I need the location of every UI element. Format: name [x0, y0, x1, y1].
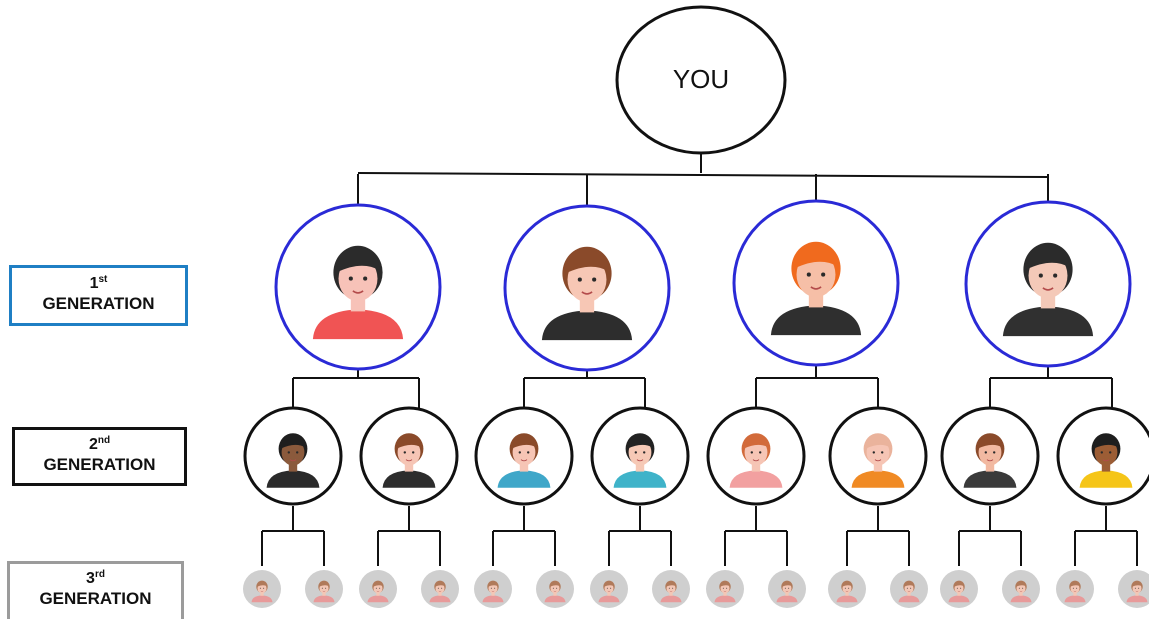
man-bald-beard-avatar-icon: [1002, 242, 1094, 337]
third-generation-nodes: [243, 570, 1149, 608]
woman-long-dark-hair-avatar-icon: [312, 245, 404, 340]
man-glasses-bowtie-avatar-icon: [497, 433, 551, 488]
small-person-avatar-icon: [1126, 580, 1148, 603]
generation-suffix: rd: [94, 569, 105, 580]
small-person-avatar-icon: [251, 580, 273, 603]
woman-ponytail-suit-avatar-icon: [541, 246, 633, 341]
small-person-avatar-icon: [598, 580, 620, 603]
generation-word: GENERATION: [39, 589, 152, 608]
small-person-avatar-icon: [898, 580, 920, 603]
generation-suffix: nd: [97, 435, 111, 446]
root-label: YOU: [673, 64, 729, 94]
bald-man-beard-vest-avatar-icon: [851, 433, 905, 488]
small-person-avatar-icon: [367, 580, 389, 603]
root-node: YOU: [615, 5, 787, 155]
small-person-avatar-icon: [714, 580, 736, 603]
small-person-avatar-icon: [544, 580, 566, 603]
second-generation-nodes: [243, 406, 1149, 506]
man-brown-beard-suit-avatar-icon: [963, 433, 1017, 488]
generation-word: GENERATION: [43, 455, 156, 474]
generation-suffix: st: [98, 274, 108, 285]
man-dark-skin-yellow-shirt-avatar-icon: [1079, 433, 1133, 488]
generation-number: 2: [88, 436, 98, 453]
tree-connector-lines: [261, 153, 1138, 566]
connector-line: [357, 172, 1049, 178]
woman-brown-hair-suit-avatar-icon: [382, 433, 436, 488]
small-person-avatar-icon: [1064, 580, 1086, 603]
second-generation-label-box: 2nd GENERATION: [12, 427, 187, 486]
small-person-avatar-icon: [776, 580, 798, 603]
small-person-avatar-icon: [313, 580, 335, 603]
small-person-avatar-icon: [836, 580, 858, 603]
small-person-avatar-icon: [1010, 580, 1032, 603]
small-person-avatar-icon: [660, 580, 682, 603]
boy-striped-shirt-avatar-icon: [729, 433, 783, 488]
small-person-avatar-icon: [482, 580, 504, 603]
first-generation-label-box: 1st GENERATION: [9, 265, 188, 326]
generation-word: GENERATION: [42, 294, 155, 313]
generation-number: 1: [89, 275, 99, 292]
man-sunglasses-beard-avatar-icon: [770, 241, 862, 336]
first-generation-nodes: [274, 199, 1132, 372]
generation-number: 3: [86, 570, 95, 587]
man-dark-skin-beard-suit-avatar-icon: [266, 433, 320, 488]
small-person-avatar-icon: [429, 580, 451, 603]
woman-dark-hair-nurse-avatar-icon: [613, 433, 667, 488]
small-person-avatar-icon: [948, 580, 970, 603]
third-generation-label-box: 3rd GENERATION: [7, 561, 184, 619]
